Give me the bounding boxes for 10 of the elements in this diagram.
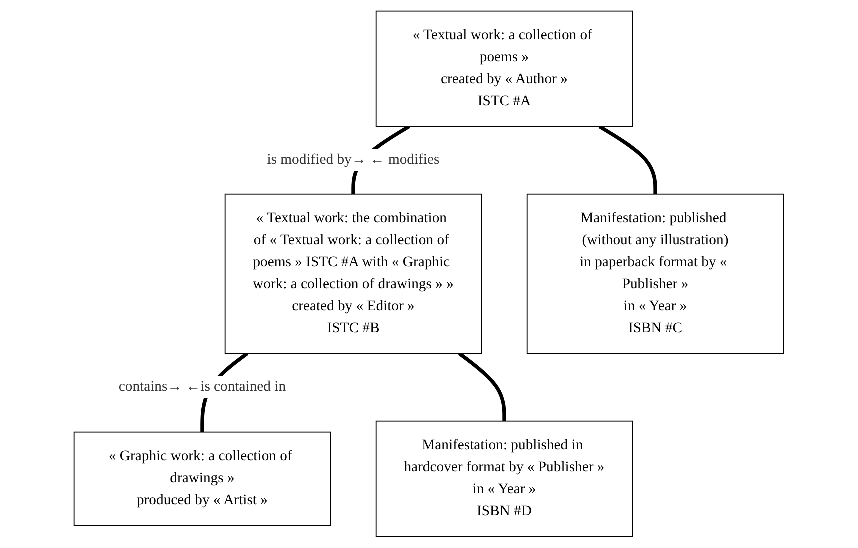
node-box: [74, 432, 332, 526]
diagram: is modified by→ ← modifies contains→ ←is contained in « Textual work: a collection of poems » created by « Author » ISTC #A « Textual work: the combination of « Textual work: a collection of poems » ISTC #A with « Graphic work: a collection of drawings » » created by « Editor » ISTC #B « Graphic work: a collection of drawings » produced by « Artist » Manifestation: published (without any illustration) in paperback format by « Publisher » in « Year » ISBN #C Manifestation: published in hardcover format by « Publisher » in « Year » ISBN #D: [67, 4, 791, 544]
connector: [598, 125, 658, 194]
node-box: [376, 10, 634, 128]
node-box: [526, 194, 784, 354]
connector: [458, 352, 506, 422]
edge-label: contains→ ←is contained in: [118, 379, 286, 395]
node-box: [224, 194, 482, 354]
edge-label: is modified by→ ← modifies: [267, 152, 440, 168]
node-box: [376, 420, 634, 538]
